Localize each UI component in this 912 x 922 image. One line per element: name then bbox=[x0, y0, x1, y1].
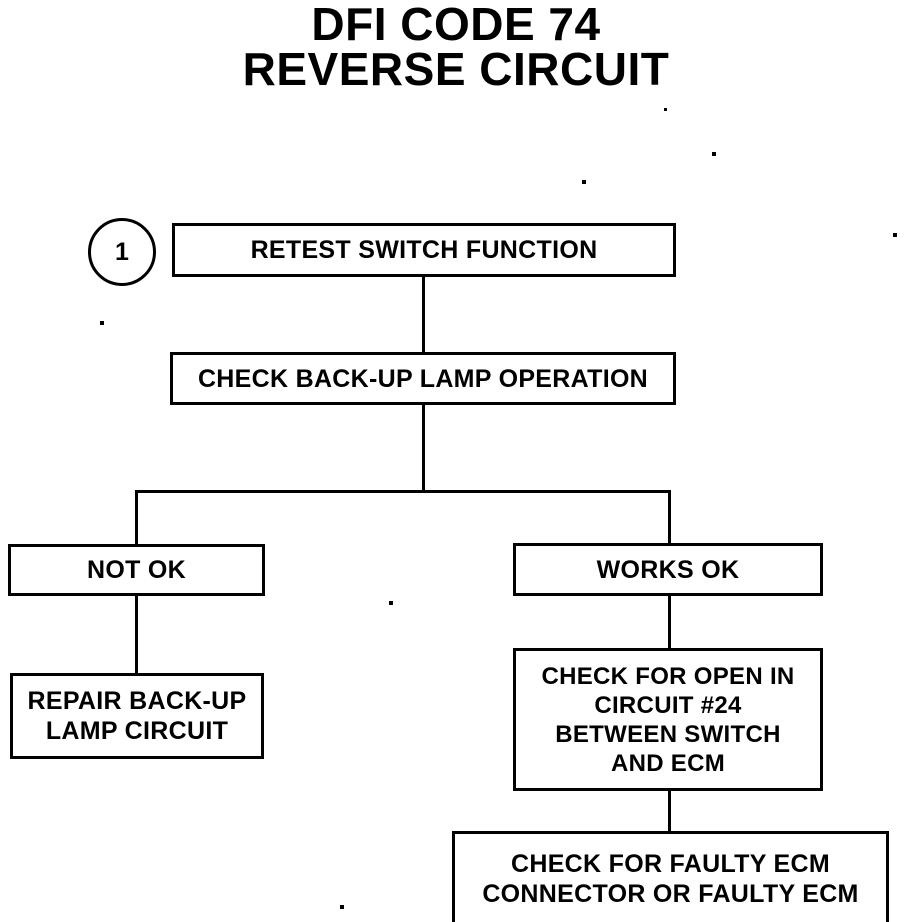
scan-speckle bbox=[582, 180, 586, 184]
node-label: WORKS OK bbox=[596, 555, 740, 584]
step-number-label: 1 bbox=[115, 237, 129, 266]
scan-speckle bbox=[664, 108, 667, 111]
node-label: REPAIR BACK-UP LAMP CIRCUIT bbox=[27, 687, 247, 745]
title-line-2: REVERSE CIRCUIT bbox=[242, 43, 670, 95]
connector-branch-bus bbox=[135, 490, 671, 493]
node-repair-back-up-lamp-circuit[interactable]: REPAIR BACK-UP LAMP CIRCUIT bbox=[10, 673, 264, 759]
node-works-ok[interactable]: WORKS OK bbox=[513, 543, 823, 596]
node-not-ok[interactable]: NOT OK bbox=[8, 544, 265, 596]
connector-retest-to-check-lamp bbox=[422, 273, 425, 356]
connector-check-open-to-check-ecm bbox=[668, 788, 671, 834]
node-label: CHECK FOR FAULTY ECM CONNECTOR OR FAULTY… bbox=[482, 850, 859, 908]
page-title: DFI CODE 74 REVERSE CIRCUIT bbox=[0, 0, 912, 95]
node-check-for-open-in-circuit-24[interactable]: CHECK FOR OPEN IN CIRCUIT #24 BETWEEN SW… bbox=[513, 648, 823, 791]
scan-speckle bbox=[893, 233, 897, 237]
node-retest-switch-function[interactable]: RETEST SWITCH FUNCTION bbox=[172, 223, 676, 277]
scan-speckle bbox=[712, 152, 716, 156]
node-check-back-up-lamp-operation[interactable]: CHECK BACK-UP LAMP OPERATION bbox=[170, 352, 676, 405]
connector-check-lamp-to-branch bbox=[422, 402, 425, 493]
title-line-1: DFI CODE 74 bbox=[311, 0, 601, 50]
connector-not-ok-to-repair-lamp bbox=[135, 593, 138, 676]
node-label: RETEST SWITCH FUNCTION bbox=[250, 236, 598, 264]
node-label: NOT OK bbox=[86, 556, 187, 584]
scan-speckle bbox=[389, 601, 393, 605]
connector-works-ok-to-check-open bbox=[668, 593, 671, 651]
connector-branch-to-works-ok bbox=[668, 490, 671, 546]
node-check-for-faulty-ecm[interactable]: CHECK FOR FAULTY ECM CONNECTOR OR FAULTY… bbox=[452, 831, 889, 922]
node-label: CHECK BACK-UP LAMP OPERATION bbox=[197, 364, 649, 393]
step-number-circle-1: 1 bbox=[88, 218, 156, 286]
connector-branch-to-not-ok bbox=[135, 490, 138, 546]
scan-speckle bbox=[340, 905, 344, 909]
node-label: CHECK FOR OPEN IN CIRCUIT #24 BETWEEN SW… bbox=[541, 662, 795, 777]
scan-speckle bbox=[100, 321, 104, 325]
